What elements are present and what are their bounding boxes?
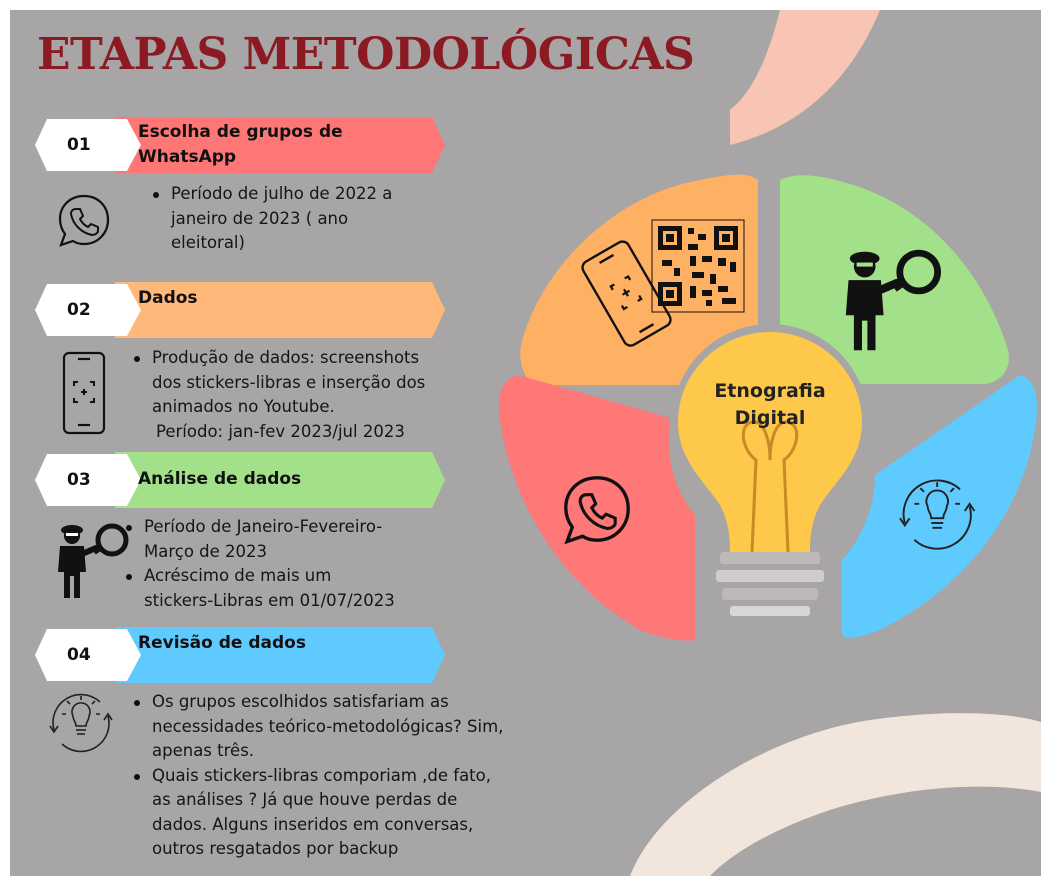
step-03-bullets: Período de Janeiro-Fevereiro-Março de 20… xyxy=(120,515,480,613)
step-01-banner xyxy=(35,117,445,173)
etnografia-diagram xyxy=(498,174,1038,641)
bullet-item: Quais stickers-libras comporiam ,de fato… xyxy=(128,764,568,862)
step-04-label: Revisão de dados xyxy=(138,633,306,653)
segment-blue xyxy=(842,375,1038,638)
step-02-label: Dados xyxy=(138,288,198,308)
lightbulb-cycle-icon xyxy=(899,479,976,550)
lightbulb-cycle-icon xyxy=(49,693,113,753)
segment-orange xyxy=(520,174,758,385)
segment-red xyxy=(498,375,695,641)
bullet-item: Período de Janeiro-Fevereiro-Março de 20… xyxy=(120,515,480,564)
bottom-swoosh xyxy=(630,713,1041,876)
step-04-banner xyxy=(35,627,445,683)
whatsapp-icon xyxy=(564,476,630,545)
decorative-swooshes xyxy=(630,10,1041,876)
page-title: ETAPAS METODOLÓGICAS xyxy=(37,29,695,80)
infographic-canvas: ETAPAS METODOLÓGICAS 01 Escolha de grupo… xyxy=(10,10,1041,876)
step-02-banner xyxy=(35,282,445,338)
phone-scan-icon xyxy=(62,351,106,435)
center-label: Etnografia Digital xyxy=(714,380,826,429)
step-01-label: Escolha de grupos de WhatsApp xyxy=(138,122,343,167)
detective-magnifier-icon xyxy=(845,249,941,351)
detective-magnifier-icon xyxy=(58,523,129,598)
whatsapp-icon xyxy=(58,194,110,247)
step-03-number: 03 xyxy=(67,470,91,490)
top-swoosh xyxy=(730,10,880,145)
step-01-number: 01 xyxy=(67,135,91,155)
step-04-number: 04 xyxy=(67,645,91,665)
step-03-banner xyxy=(35,452,445,508)
phone-qr-icon xyxy=(581,219,745,347)
step-03-label: Análise de dados xyxy=(138,469,302,489)
step-02-period: Período: jan-fev 2023/jul 2023 xyxy=(156,421,405,441)
step-02-number: 02 xyxy=(67,300,91,320)
lightbulb xyxy=(672,324,868,616)
